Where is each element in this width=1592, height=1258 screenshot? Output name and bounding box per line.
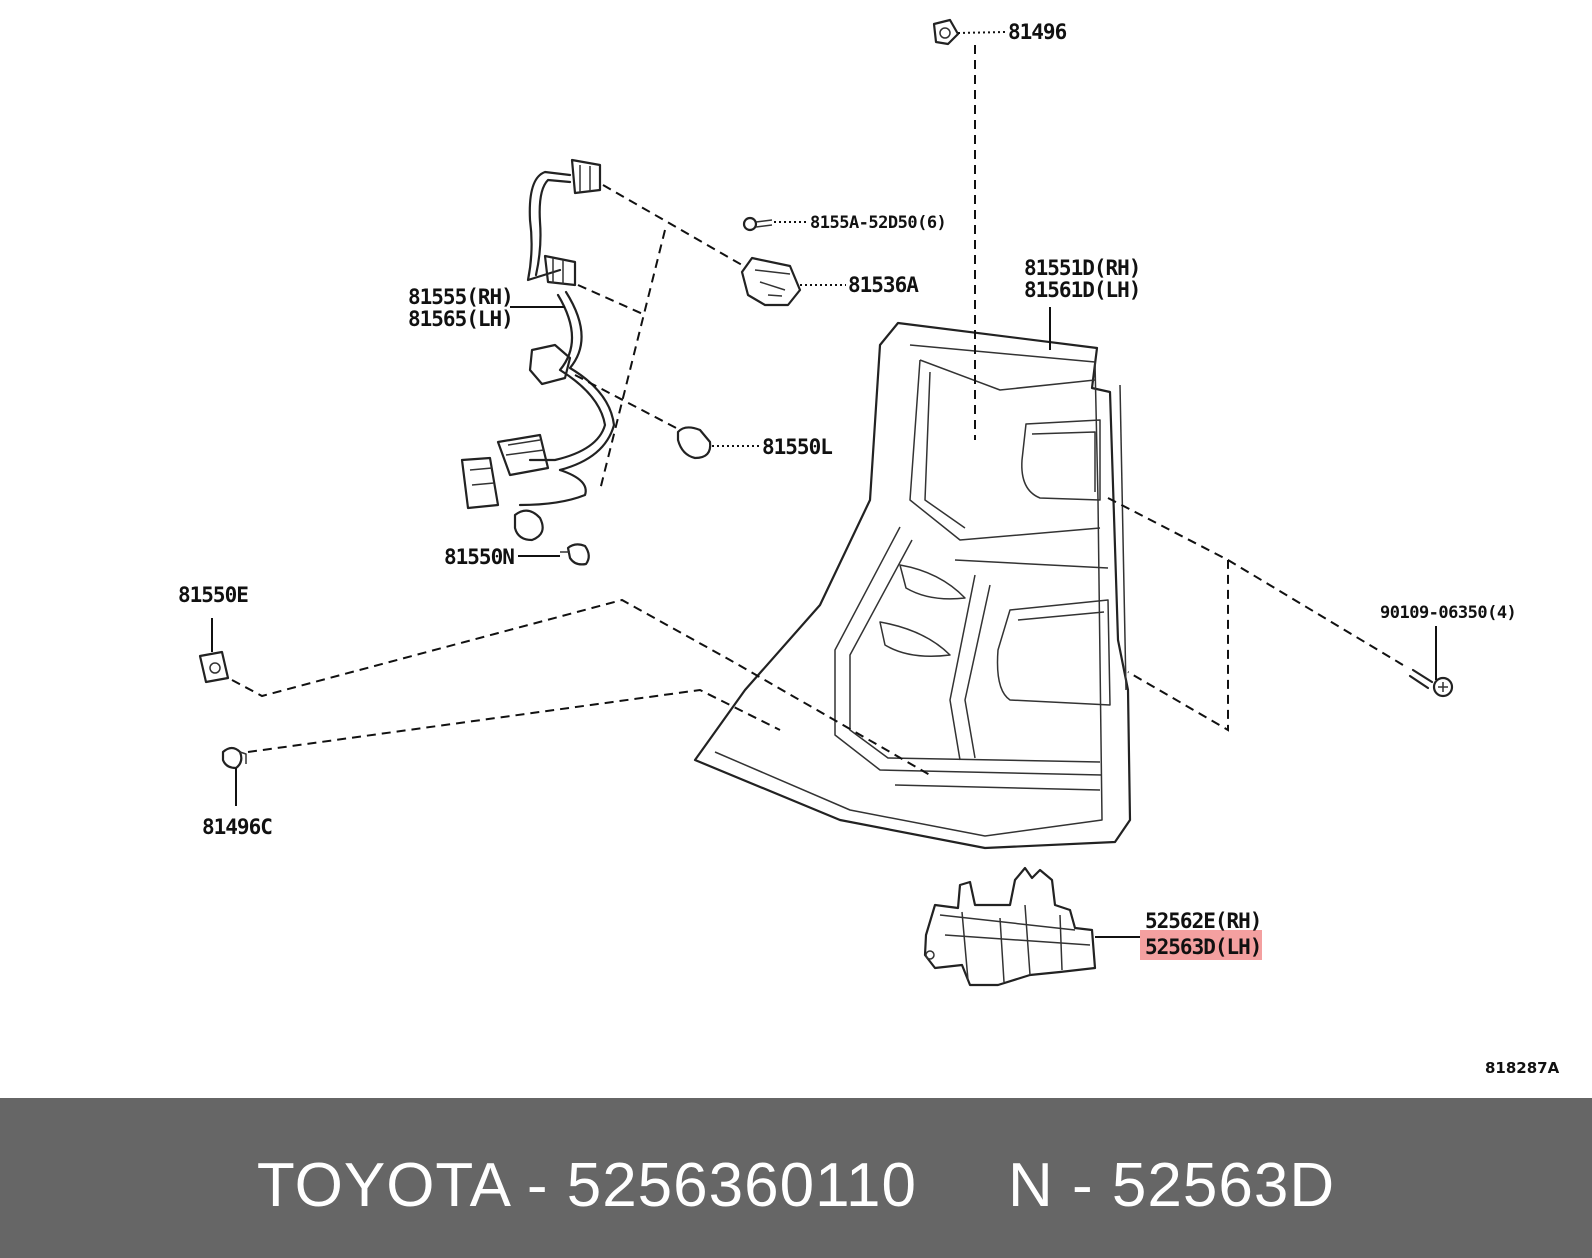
bracket-52563D [923,866,1097,987]
wire-harness [460,158,616,542]
callout-81550N: 81550N [444,545,514,569]
callout-81550L: 81550L [762,435,832,459]
callout-81496: 81496 [1008,20,1067,44]
callout-90109-06350: 90109-06350(4) [1380,603,1516,623]
clip-81496 [932,18,960,46]
bulb-81550L [676,426,712,460]
callout-52562E-rh: 52562E(RH) [1145,909,1261,933]
callout-81561D-lh: 81561D(LH) [1024,278,1140,302]
callout-81551D-rh: 81551D(RH) [1024,256,1140,280]
clip-81550E [198,650,230,684]
callout-highlight [1140,930,1262,960]
socket-81536A [740,256,802,307]
clip-81496C [221,746,247,770]
diagram-reference-code: 818287A [1485,1059,1560,1077]
leader-lines [211,31,1437,938]
callout-8155A-52D50: 8155A-52D50(6) [810,213,946,233]
callout-81565-lh: 81565(LH) [408,307,513,331]
footer-bar: TOYOTA - 5256360110 N - 52563D [0,1098,1592,1258]
callout-81555-rh: 81555(RH) [408,285,513,309]
callout-52563D-lh: 52563D(LH) [1145,935,1261,959]
diagram-canvas: 81496 8155A-52D50(6) 81536A 81555(RH) 81… [178,18,1560,1077]
screw-8155A [742,216,773,232]
part-number-caption: TOYOTA - 5256360110 N - 52563D [256,1151,1336,1220]
tail-lamp-housing [693,321,1132,850]
callout-81550E: 81550E [178,583,248,607]
bulb-81550N [560,543,590,566]
parts-diagram: 81496 8155A-52D50(6) 81536A 81555(RH) 81… [178,18,1560,1077]
callout-81496C: 81496C [202,815,272,839]
callout-81536A: 81536A [848,273,919,297]
screw-90109 [1408,668,1454,698]
